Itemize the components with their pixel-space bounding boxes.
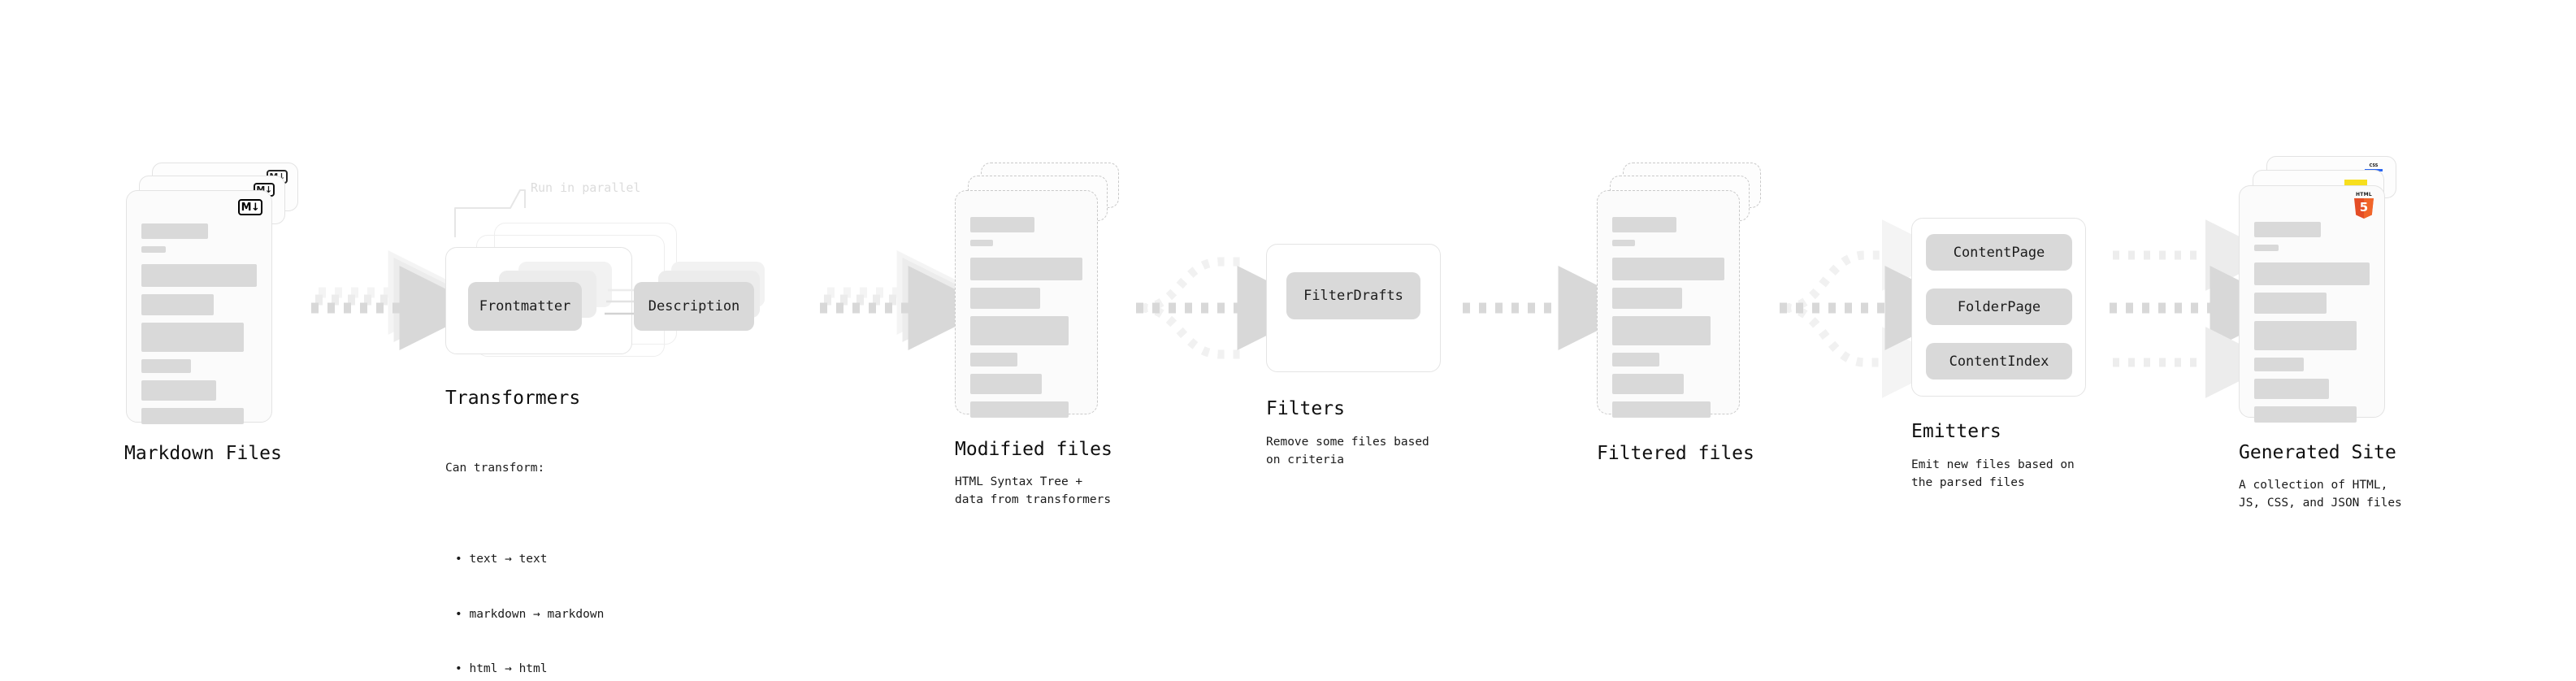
modified-card-front bbox=[955, 190, 1098, 418]
stage-desc-generated-site: A collection of HTML, JS, CSS, and JSON … bbox=[2239, 479, 2402, 510]
content-line bbox=[1612, 316, 1711, 345]
html5-icon-label: HTML bbox=[2355, 192, 2373, 197]
content-line bbox=[141, 323, 245, 352]
content-line bbox=[970, 401, 1069, 418]
stage-filtered-files: Filtered files bbox=[1597, 163, 1772, 464]
stage-title-filtered-files: Filtered files bbox=[1597, 443, 1754, 464]
bullet-item: • markdown → markdown bbox=[455, 607, 605, 621]
content-line bbox=[970, 288, 1040, 309]
content-line bbox=[141, 408, 245, 424]
stage-generated-site: CSS HTML 5 bbox=[2239, 156, 2418, 510]
stage-title-modified-files: Modified files bbox=[955, 439, 1112, 460]
content-line bbox=[1612, 374, 1685, 394]
stage-desc-emitters: Emit new files based on the parsed files bbox=[1911, 458, 2075, 490]
content-line bbox=[1612, 401, 1711, 418]
content-line bbox=[2254, 358, 2305, 371]
markdown-file-stack: M↓ M↓ M↓ bbox=[126, 163, 301, 424]
transformers-desc-lead: Can transform: bbox=[445, 461, 545, 475]
generated-site-file-stack: CSS HTML 5 bbox=[2239, 156, 2418, 424]
bullet-item: • text → text bbox=[455, 553, 548, 566]
stage-title-transformers: Transformers bbox=[445, 388, 581, 409]
filtered-card-content bbox=[1612, 217, 1724, 425]
content-line bbox=[1612, 353, 1659, 367]
stage-desc-transformers: Can transform: • text → text • markdown … bbox=[445, 423, 604, 681]
html5-icon-five: 5 bbox=[2359, 199, 2369, 215]
chip-folderpage[interactable]: FolderPage bbox=[1926, 288, 2072, 325]
markdown-icon: M↓ bbox=[238, 199, 262, 215]
content-line bbox=[970, 217, 1034, 232]
arrow-filtered-to-emitters bbox=[1780, 219, 1970, 398]
generated-card-front: HTML 5 bbox=[2239, 185, 2385, 423]
content-line bbox=[141, 380, 217, 401]
stage-desc-filters: Remove some files based on criteria bbox=[1266, 436, 1429, 467]
content-line bbox=[141, 223, 209, 239]
arrow-modified-to-filters bbox=[1136, 257, 1322, 359]
arrow-emitters-to-site bbox=[2110, 219, 2295, 398]
run-in-parallel-label: Run in parallel bbox=[531, 180, 641, 195]
content-line bbox=[2254, 262, 2370, 285]
content-line bbox=[2254, 245, 2279, 251]
stage-title-emitters: Emitters bbox=[1911, 421, 2001, 442]
content-line bbox=[141, 264, 257, 287]
filtered-file-stack bbox=[1597, 163, 1772, 423]
markdown-card-content bbox=[141, 223, 257, 432]
arrow-transformers-to-modified bbox=[820, 250, 993, 350]
modified-file-stack bbox=[955, 163, 1130, 423]
html5-icon-shield: 5 bbox=[2354, 198, 2374, 219]
stage-markdown-files: M↓ M↓ M↓ Markdown Fi bbox=[124, 163, 301, 464]
stage-title-markdown-files: Markdown Files bbox=[124, 443, 282, 464]
content-line bbox=[970, 374, 1043, 394]
content-line bbox=[2254, 379, 2330, 399]
content-line bbox=[1612, 240, 1635, 246]
generated-card-content bbox=[2254, 222, 2370, 430]
content-line bbox=[2254, 321, 2357, 350]
content-line bbox=[1612, 258, 1724, 280]
arrow-markdown-to-transformers bbox=[311, 250, 484, 350]
content-line bbox=[2254, 222, 2322, 237]
content-line bbox=[141, 294, 215, 315]
chip-description[interactable]: Description bbox=[634, 282, 754, 331]
content-line bbox=[970, 258, 1082, 280]
content-line bbox=[141, 359, 192, 373]
transformers-bullets: • text → text • markdown → markdown • ht… bbox=[445, 514, 604, 681]
content-line bbox=[1612, 217, 1676, 232]
content-line bbox=[970, 240, 993, 246]
content-line bbox=[970, 353, 1017, 367]
stage-modified-files: Modified files HTML Syntax Tree + data f… bbox=[955, 163, 1130, 506]
chip-filterdrafts[interactable]: FilterDrafts bbox=[1286, 272, 1420, 319]
chip-contentindex[interactable]: ContentIndex bbox=[1926, 343, 2072, 380]
html5-icon: HTML 5 bbox=[2353, 193, 2374, 219]
content-line bbox=[970, 316, 1069, 345]
content-line bbox=[141, 246, 166, 253]
stage-title-filters: Filters bbox=[1266, 398, 1345, 419]
content-line bbox=[1612, 288, 1682, 309]
filtered-card-front bbox=[1597, 190, 1740, 418]
chip-contentpage[interactable]: ContentPage bbox=[1926, 234, 2072, 271]
stage-desc-modified-files: HTML Syntax Tree + data from transformer… bbox=[955, 475, 1112, 507]
modified-card-content bbox=[970, 217, 1082, 425]
bullet-item: • html → html bbox=[455, 662, 548, 676]
stage-title-generated-site: Generated Site bbox=[2239, 442, 2396, 463]
chip-frontmatter[interactable]: Frontmatter bbox=[468, 282, 582, 331]
markdown-card-front: M↓ bbox=[126, 190, 272, 424]
content-line bbox=[2254, 293, 2327, 314]
content-line bbox=[2254, 406, 2357, 423]
css3-icon-label: CSS bbox=[2369, 163, 2379, 168]
